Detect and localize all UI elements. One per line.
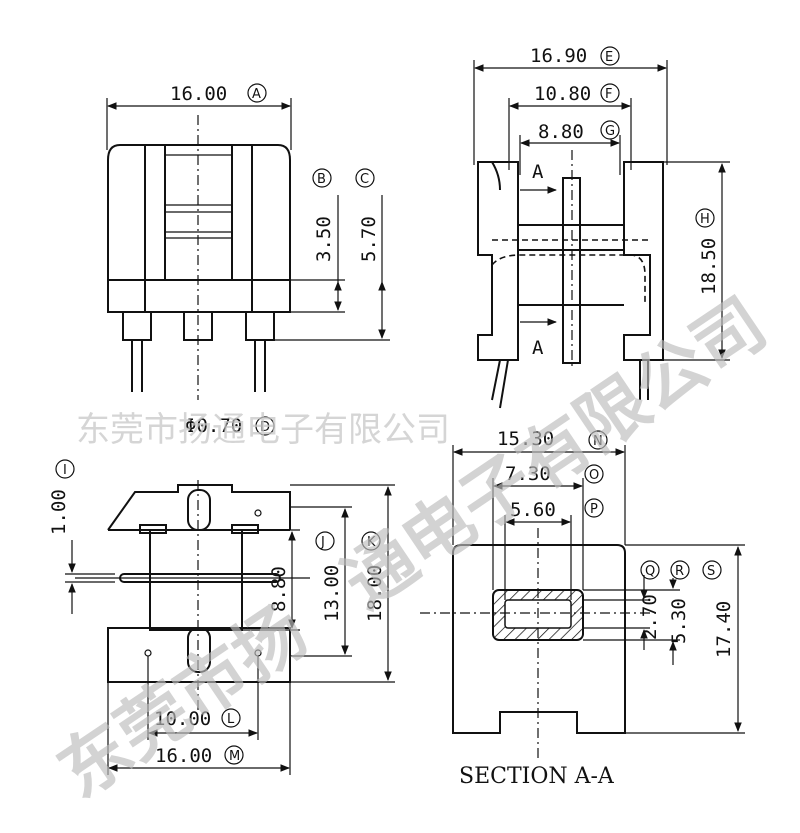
dim-m-tag: M [229, 749, 240, 764]
section-marker-top: A [532, 161, 544, 183]
top-view: 1.00 I 8.80 J 13.00 18.00 K 10.00 L 16.0… [48, 459, 395, 775]
watermark-diagonal-1: 东莞市扬 [44, 590, 322, 815]
dim-i-tag: I [63, 463, 67, 478]
dim-b-tag: B [317, 172, 326, 187]
dim-k-tag: K [367, 535, 376, 550]
dim-13-value: 13.00 [321, 565, 343, 622]
dim-c-value: 5.70 [358, 216, 380, 262]
dim-q-value: 2.70 [639, 594, 661, 640]
dim-a-value: 16.00 [170, 83, 227, 105]
dim-e-tag: E [605, 50, 613, 65]
section-marker-bottom: A [532, 337, 544, 359]
watermark-line: 东莞市扬通电子有限公司 [76, 410, 450, 450]
dim-j-tag: J [320, 535, 325, 550]
dim-j-value: 8.80 [268, 566, 290, 612]
dim-g-tag: G [605, 124, 615, 139]
front-view: 16.00 A 3.50 5.70 B C [106, 83, 390, 437]
dim-d-value: Φ0.70 [185, 415, 242, 437]
dim-e-value: 16.90 [530, 45, 587, 67]
dim-h-tag: H [700, 212, 710, 227]
dim-d-tag: D [260, 420, 270, 435]
dim-b-value: 3.50 [313, 216, 335, 262]
dim-l-value: 10.00 [154, 708, 211, 730]
dim-s-tag: S [707, 564, 715, 579]
dim-o-tag: O [589, 468, 599, 483]
dim-o-value: 7.30 [505, 463, 551, 485]
dim-m-value: 16.00 [155, 745, 212, 767]
dim-c-tag: C [360, 172, 369, 187]
dim-h-value: 18.50 [698, 238, 720, 295]
dim-k-value: 18.00 [364, 565, 386, 622]
section-title: SECTION A-A [459, 764, 615, 789]
dim-q-tag: Q [645, 564, 655, 579]
dim-l-tag: L [227, 712, 235, 727]
dim-p-tag: P [590, 502, 598, 517]
dim-r-value: 5.30 [668, 598, 690, 644]
dim-f-value: 10.80 [534, 83, 591, 105]
section-view: 15.30 N 7.30 O 5.60 P 2.70 5.30 [420, 428, 745, 789]
dim-s-value: 17.40 [713, 601, 735, 658]
dim-a-tag: A [252, 87, 261, 102]
dim-f-tag: F [605, 87, 612, 102]
dim-p-value: 5.60 [510, 499, 556, 521]
dim-n-tag: N [593, 434, 603, 449]
dim-g-value: 8.80 [538, 121, 584, 143]
dim-r-tag: R [675, 564, 684, 579]
dim-n-value: 15.30 [497, 428, 554, 450]
side-view: 16.90 E 10.80 F 8.80 G A [473, 45, 730, 409]
dim-i-value: 1.00 [48, 489, 70, 535]
